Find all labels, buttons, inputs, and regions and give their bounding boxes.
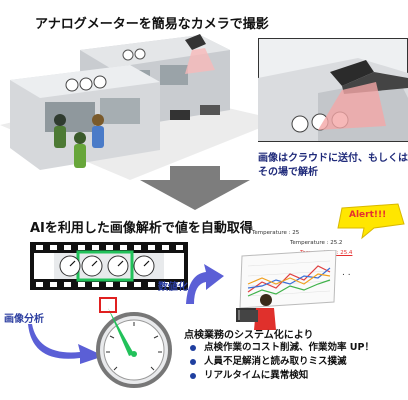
mid-title: AIを利用した画像解析で値を自動取得 bbox=[30, 221, 253, 236]
cloud-caption-line-2: その場で解析 bbox=[258, 167, 318, 178]
down-arrow-icon bbox=[140, 166, 250, 210]
gauge-large-icon bbox=[96, 297, 172, 388]
alert-bubble bbox=[337, 203, 405, 240]
benefits-list: 点検作業のコスト削減、作業効率 UP！ 人員不足解消と読み取りミス撲滅 リアルタ… bbox=[184, 341, 374, 383]
temperature-reading-1: Temperature : 25 bbox=[252, 230, 300, 236]
person-icon bbox=[240, 294, 276, 330]
up-right-arrow-icon bbox=[186, 264, 224, 304]
curved-arrow-icon bbox=[28, 324, 104, 364]
cloud-caption: 画像はクラウドに送付、もしくは その場で解析 bbox=[258, 152, 408, 180]
factory-illustration bbox=[0, 34, 280, 180]
ellipsis: . . bbox=[342, 268, 351, 278]
monitor-chart-illustration bbox=[236, 250, 337, 322]
temperature-reading-2: Temperature : 25.2 bbox=[290, 240, 343, 246]
benefits-heading: 点検業務のシステム化により bbox=[184, 330, 314, 341]
top-title: アナログメーターを簡易なカメラで撮影 bbox=[35, 17, 269, 32]
cloud-caption-line-1: 画像はクラウドに送付、もしくは bbox=[258, 153, 408, 164]
camera-zoom-inset bbox=[258, 38, 408, 142]
benefit-item-1: 点検作業のコスト削減、作業効率 UP！ bbox=[184, 341, 374, 355]
film-strip bbox=[30, 242, 188, 290]
alert-label: Alert!!! bbox=[349, 210, 387, 220]
digitize-label: 数値化 bbox=[158, 282, 188, 293]
benefit-item-2: 人員不足解消と読み取りミス撲滅 bbox=[184, 355, 374, 369]
image-analysis-label: 画像分析 bbox=[4, 314, 44, 325]
benefit-item-3: リアルタイムに異常検知 bbox=[184, 369, 374, 383]
